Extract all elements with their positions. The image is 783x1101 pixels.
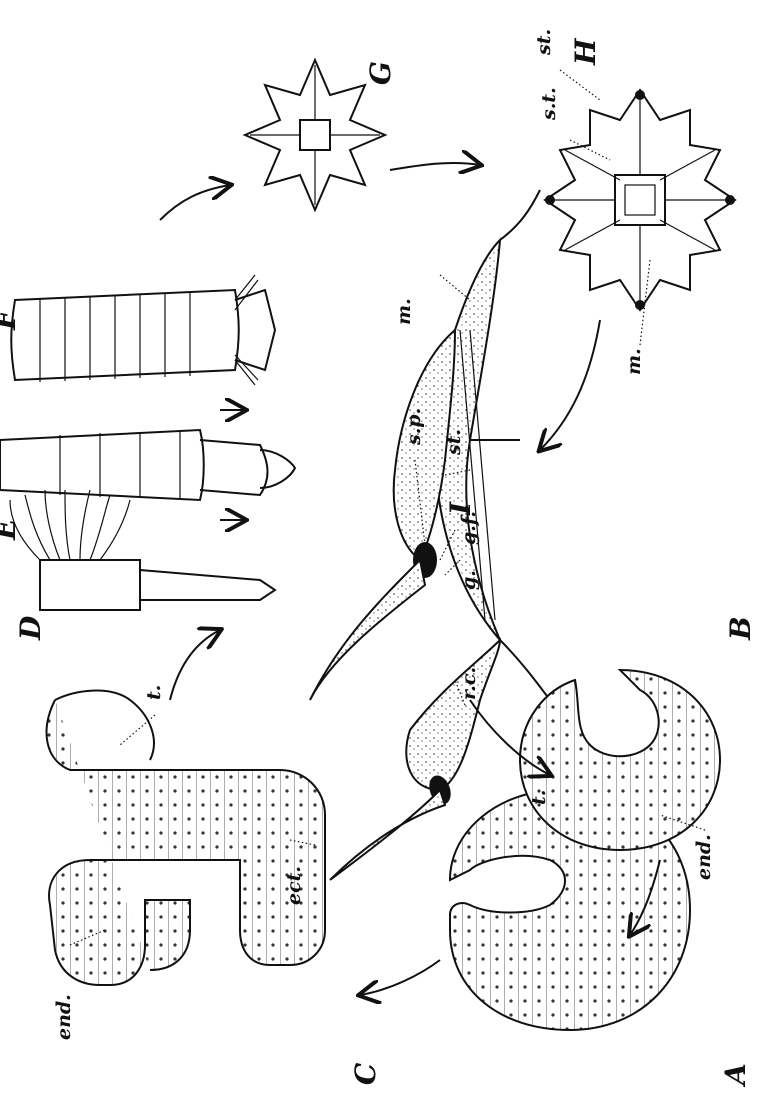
label-g: g.	[458, 570, 480, 590]
stage-label-c: C	[349, 1062, 382, 1085]
stage-label-d: D	[14, 615, 47, 641]
label-sp: s.p.	[403, 408, 425, 446]
stage-i-medusa	[310, 190, 550, 880]
stage-a-blastula	[520, 670, 720, 850]
label-end-a: end.	[693, 834, 715, 880]
label-st-h2: s.t.	[538, 87, 560, 121]
stage-f-strobila	[11, 275, 275, 385]
label-m-i: m.	[393, 298, 415, 325]
stage-h-ephyra	[545, 90, 735, 310]
stage-label-b: B	[724, 616, 757, 641]
label-rc: r.c.	[458, 667, 480, 700]
label-t-polyp: t.	[143, 685, 165, 700]
label-st-i: st.	[443, 429, 465, 456]
stage-d-polyp	[10, 490, 275, 610]
stage-label-f: F	[0, 308, 22, 331]
stage-e-scyphistoma	[0, 430, 295, 500]
label-end-c: end.	[53, 994, 75, 1040]
stage-label-h: H	[569, 37, 602, 66]
stage-label-a: A	[719, 1063, 752, 1088]
label-t-i: t.	[528, 790, 550, 805]
stage-c-planula	[47, 691, 325, 985]
label-gf: g.f.	[458, 511, 480, 545]
label-m-h: m.	[623, 348, 645, 375]
stage-label-g: G	[364, 61, 397, 85]
label-st-h1: st.	[533, 29, 555, 56]
label-ect-c: ect.	[283, 866, 305, 905]
stage-label-e: E	[0, 518, 22, 541]
